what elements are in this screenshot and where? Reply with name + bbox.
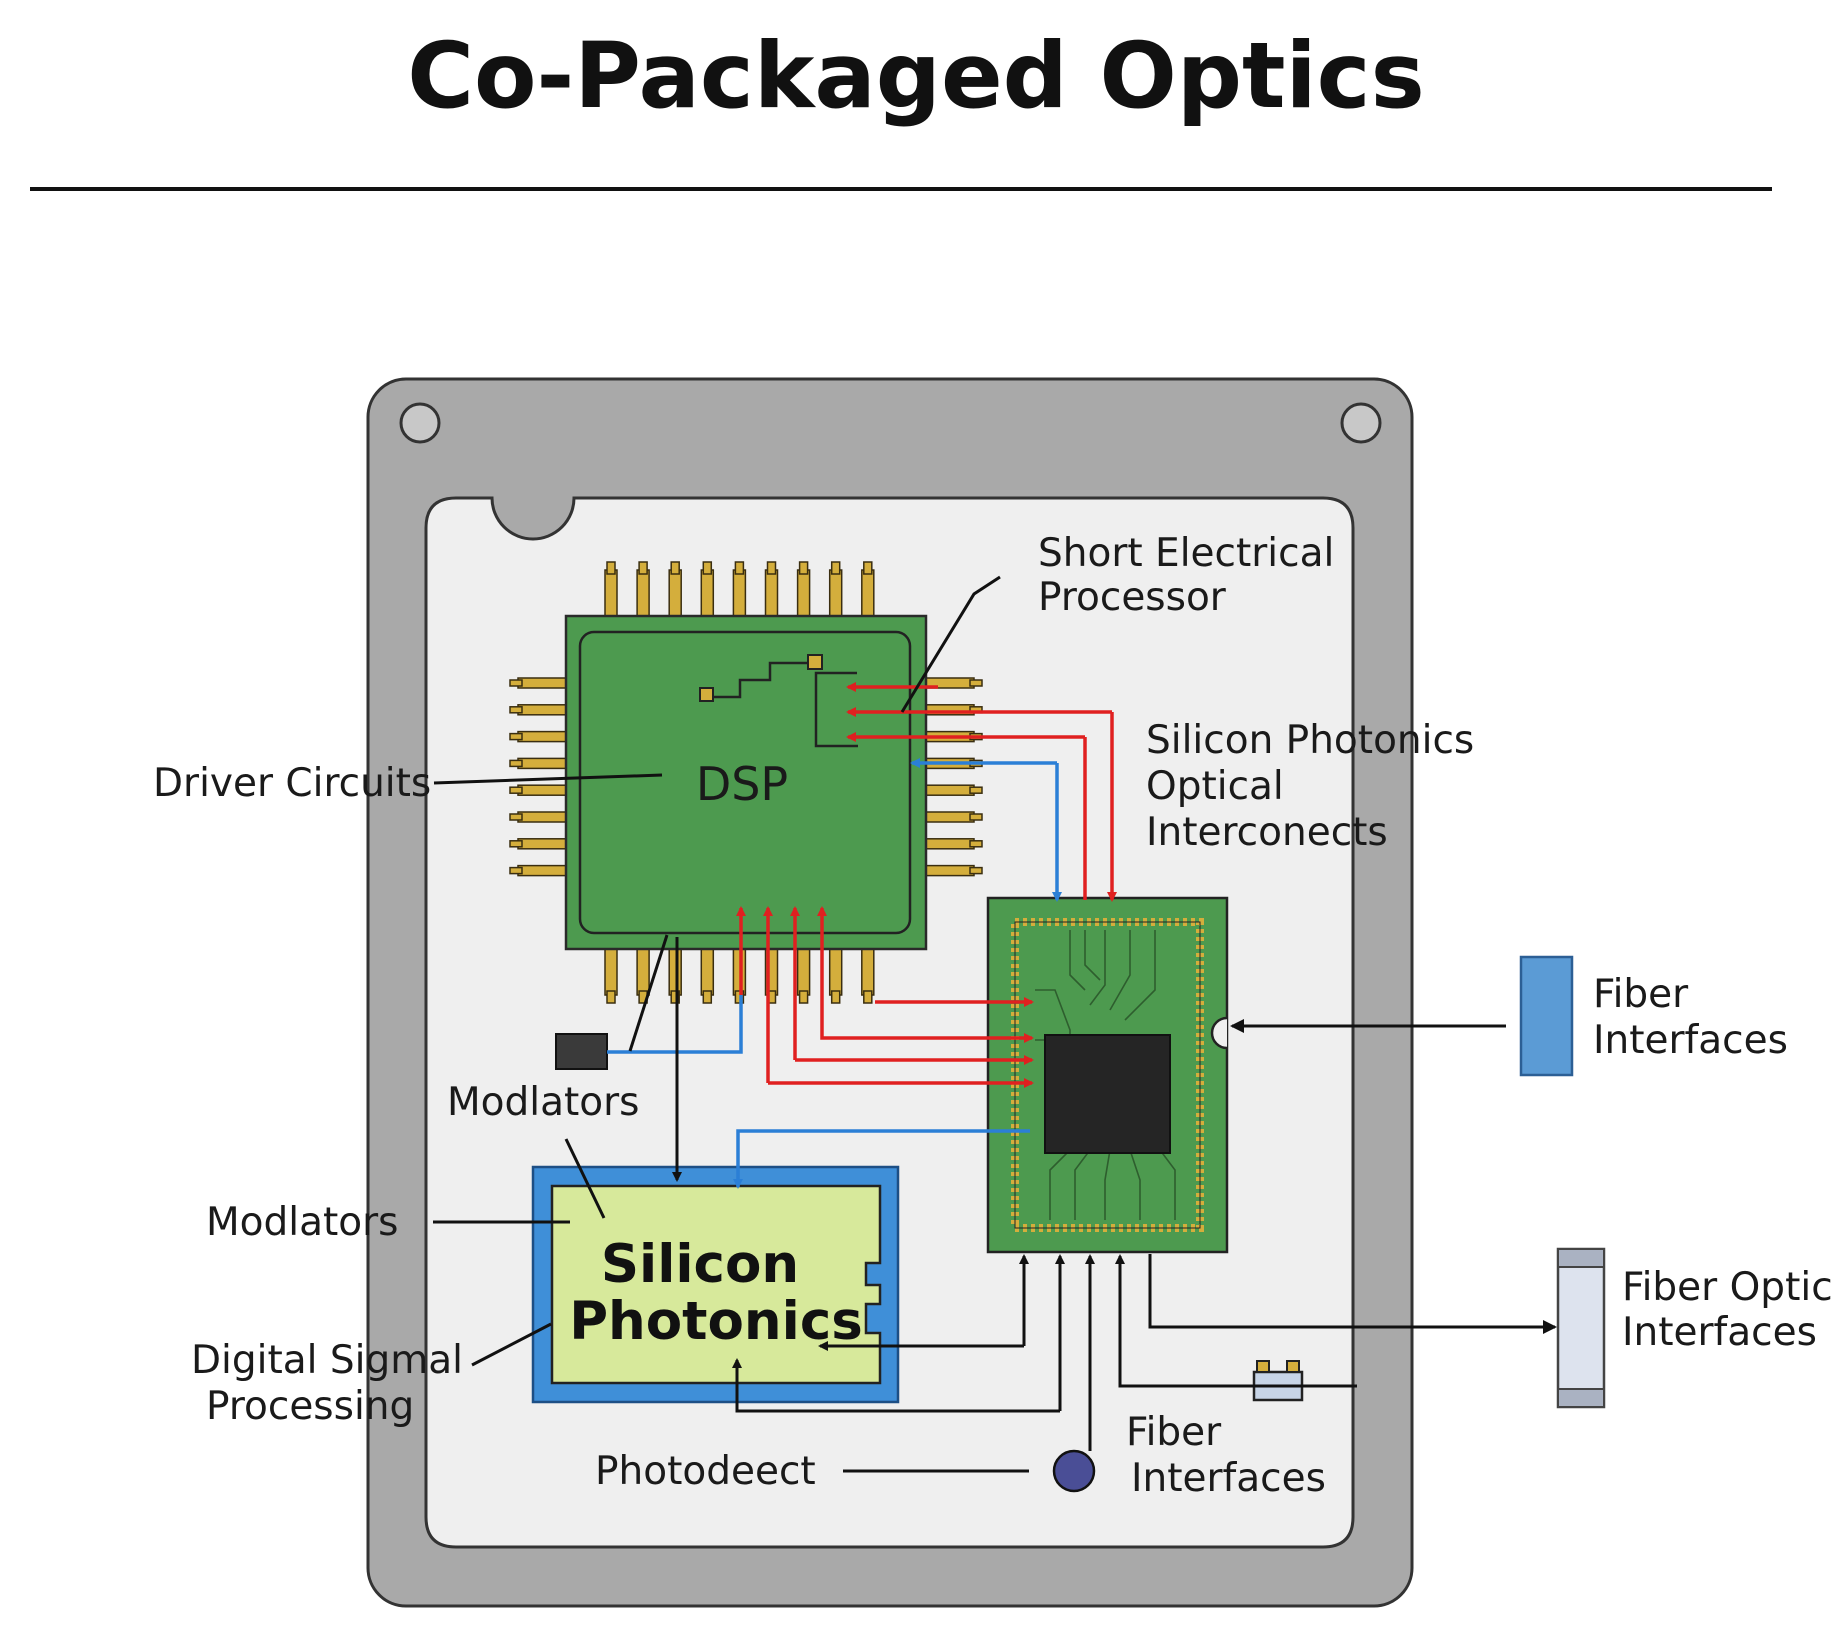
silicon-photonics-block: Silicon Photonics [531,1165,900,1404]
dsp-pin-top-tip [670,561,680,575]
digital-signal-processing-label: Digital Sigmal Processing [191,1338,475,1429]
dsp-pin-left [517,730,569,743]
dsp-pin-right [923,838,975,850]
dsp-pin-left [517,704,569,716]
dsp-pin-top-tip [766,561,777,575]
dsp-chip: DSP [509,561,983,1004]
fiber-optic-interface-block [1556,1247,1606,1409]
dsp-pin-right [923,784,975,796]
dsp-pin-top-tip [863,561,873,575]
dsp-pin-right-tip [969,813,983,821]
dsp-pin-left [517,864,569,877]
dsp-pin-left-tip [509,786,523,794]
dsp-pin-bottom [700,946,715,996]
dsp-pin-bottom [796,946,811,996]
dsp-pin-bottom-tip [670,990,680,1004]
dsp-pin-top [668,569,682,619]
dsp-pin-left [517,811,569,823]
dsp-pin-left [517,838,569,850]
dsp-pin-top [828,569,843,619]
dsp-pin-bottom-tip [863,990,873,1004]
dsp-pin-top [700,569,715,619]
dsp-pin-bottom [636,946,650,996]
dsp-pin-left-tip [509,840,523,848]
dsp-pin-bottom-tip [702,990,713,1004]
dsp-pin-top-tip [830,561,841,575]
dsp-pin-top [732,569,747,619]
short-electrical-processor-label: Short Electrical Processor [1038,531,1347,620]
dsp-pin-top [636,569,650,619]
mounting-hole-right [1340,402,1382,444]
dsp-pin-top [796,569,811,619]
dsp-pin-left-tip [509,732,523,741]
photodetector-label: Photodeect [595,1449,816,1494]
photonic-ic [986,896,1229,1254]
dsp-pin-bottom [668,946,682,996]
dsp-pin-top [764,569,779,619]
dsp-pin-left-tip [509,759,523,768]
dsp-pin-left-tip [509,813,523,821]
silicon-photonics-line1: Silicon [601,1234,799,1295]
dsp-pin-bottom-tip [830,990,841,1004]
dsp-pin-left-tip [509,706,523,714]
dsp-pin-bottom [604,946,618,996]
modlators-upper-label: Modlators [447,1080,640,1125]
fiber-interfaces-right-label: Fiber Interfaces [1593,972,1788,1063]
blue-line-modulator [607,995,743,1054]
dsp-pin-right [923,864,975,877]
dsp-pin-bottom [861,946,875,996]
driver-circuits-label: Driver Circuits [153,761,431,806]
dsp-pin-right-tip [969,866,983,875]
dsp-pin-right-tip [969,786,983,794]
fiber-optic-interfaces-label: Fiber Optic Interfaces [1622,1265,1832,1355]
dsp-pin-bottom [828,946,843,996]
dsp-pin-bottom-tip [798,990,809,1004]
mounting-hole-left [399,402,441,444]
dsp-pin-top-tip [702,561,713,575]
dsp-pin-top-tip [606,561,616,575]
dsp-pin-top [604,569,618,619]
dsp-label: DSP [696,757,788,811]
optical-signal-arrows [733,758,1062,1189]
dsp-pin-right [923,811,975,823]
connector-lines [433,575,1557,1473]
dsp-pin-right-tip [969,840,983,848]
dsp-pin-top-tip [734,561,745,575]
modulator-component [555,1033,608,1070]
fiber-interface-block [1519,955,1574,1077]
dsp-pin-top-tip [638,561,648,575]
dsp-pin-left [517,784,569,796]
modlators-left-label: Modlators [206,1200,399,1245]
fiber-interfaces-bottom-label: Fiber Interfaces [1126,1410,1326,1501]
photonic-ic-die [1044,1034,1171,1154]
dsp-pin-top [861,569,875,619]
page-title: Co-Packaged Optics [407,24,1425,129]
dsp-pin-top-tip [798,561,809,575]
silicon-photonics-interconnects-label: Silicon Photonics Optical Interconects [1146,718,1487,855]
electrical-signal-arrows [763,682,1117,1088]
dsp-pin-right-tip [969,679,983,687]
dsp-pin-left [517,757,569,770]
dsp-pin-left [517,677,569,689]
dsp-pins [509,561,983,1004]
dsp-pin-left-tip [509,866,523,875]
dsp-pin-bottom-tip [606,990,616,1004]
dsp-pin-left-tip [509,679,523,687]
photodetector-component [1052,1449,1096,1493]
silicon-photonics-line2: Photonics [569,1291,863,1352]
